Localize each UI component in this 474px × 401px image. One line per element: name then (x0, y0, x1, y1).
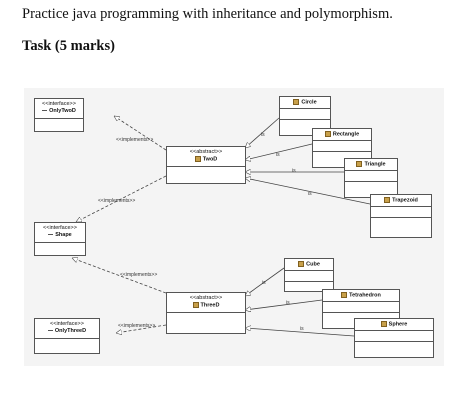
inherit-cube (245, 267, 285, 296)
stereotype-label: <<abstract>> (189, 149, 223, 155)
class-icon (341, 292, 348, 298)
class-section (280, 109, 330, 120)
class-icon (384, 197, 391, 203)
inherit-trapezoid (245, 178, 371, 205)
is-label: is (261, 132, 265, 138)
is-label: is (262, 280, 266, 286)
uml-class-cube: Cube (284, 258, 334, 292)
class-name: Sphere (388, 321, 408, 328)
inherit-rectangle (245, 143, 313, 160)
class-section (167, 167, 245, 178)
class-name: Circle (301, 99, 317, 106)
stereotype-label: <<interface>> (50, 321, 84, 327)
is-label: is (276, 152, 280, 158)
class-section (371, 218, 431, 229)
implements-label: <<implements>> (120, 272, 158, 278)
stereotype-label: <<interface>> (42, 101, 76, 107)
implements-label: <<implements>> (118, 323, 156, 329)
uml-class-sphere: Sphere (354, 318, 434, 358)
class-name: Trapezoid (392, 197, 418, 204)
class-icon (293, 99, 300, 105)
is-label: is (292, 168, 296, 174)
class-icon (192, 301, 199, 308)
class-name: OnlyTwoD (49, 107, 76, 114)
class-name: TwoD (202, 155, 218, 162)
uml-abstract-threed: <<abstract>> ThreeD (166, 292, 246, 334)
is-label: is (286, 300, 290, 306)
task-heading: Task (5 marks) (22, 38, 115, 54)
class-section (345, 171, 397, 182)
implements-label: <<implements>> (116, 137, 154, 143)
implements-label: <<implements>> (98, 198, 136, 204)
intro-text: Practice java programming with inheritan… (22, 6, 393, 22)
class-name: Tetrahedron (349, 292, 381, 299)
uml-class-triangle: Triangle (344, 158, 398, 198)
class-section (371, 207, 431, 218)
class-section (35, 339, 99, 350)
class-name: Rectangle (332, 131, 360, 138)
uml-interface-onlytwod: <<interface>> OnlyTwoD (34, 98, 84, 132)
class-section (35, 243, 85, 254)
uml-diagram: <<interface>> OnlyTwoD <<abstract>> TwoD… (24, 88, 444, 366)
class-icon (298, 261, 305, 267)
class-section (285, 271, 333, 282)
realization-twod-shape (76, 175, 167, 223)
realization-threed-shape (72, 258, 167, 294)
interface-icon (42, 109, 48, 111)
class-section (355, 331, 433, 342)
class-icon (324, 131, 331, 137)
uml-class-trapezoid: Trapezoid (370, 194, 432, 238)
uml-connectors (24, 88, 371, 337)
is-label: is (308, 191, 312, 197)
uml-interface-shape: <<interface>> Shape (34, 222, 86, 256)
realization-twod-onlytwod (114, 116, 167, 151)
inherit-circle (245, 117, 280, 148)
class-name: ThreeD (200, 301, 220, 308)
class-section (313, 141, 371, 152)
class-section (323, 302, 399, 313)
class-icon (356, 161, 363, 167)
class-name: Triangle (364, 161, 386, 168)
class-name: OnlyThreeD (54, 327, 87, 334)
class-section (355, 342, 433, 353)
realization-threed-onlythreed (116, 324, 167, 333)
class-section (167, 313, 245, 324)
uml-abstract-twod: <<abstract>> TwoD (166, 146, 246, 184)
class-name: Shape (55, 231, 72, 238)
inherit-sphere (245, 328, 355, 337)
interface-icon (47, 329, 53, 331)
is-label: is (300, 326, 304, 332)
stereotype-label: <<abstract>> (189, 295, 223, 301)
class-icon (194, 155, 201, 162)
uml-interface-onlythreed: <<interface>> OnlyThreeD (34, 318, 100, 354)
class-section (345, 182, 397, 193)
class-name: Cube (306, 261, 320, 268)
inherit-tetrahedron (245, 299, 323, 310)
class-section (35, 119, 83, 130)
class-icon (380, 321, 387, 327)
interface-icon (48, 233, 54, 235)
stereotype-label: <<interface>> (43, 225, 77, 231)
